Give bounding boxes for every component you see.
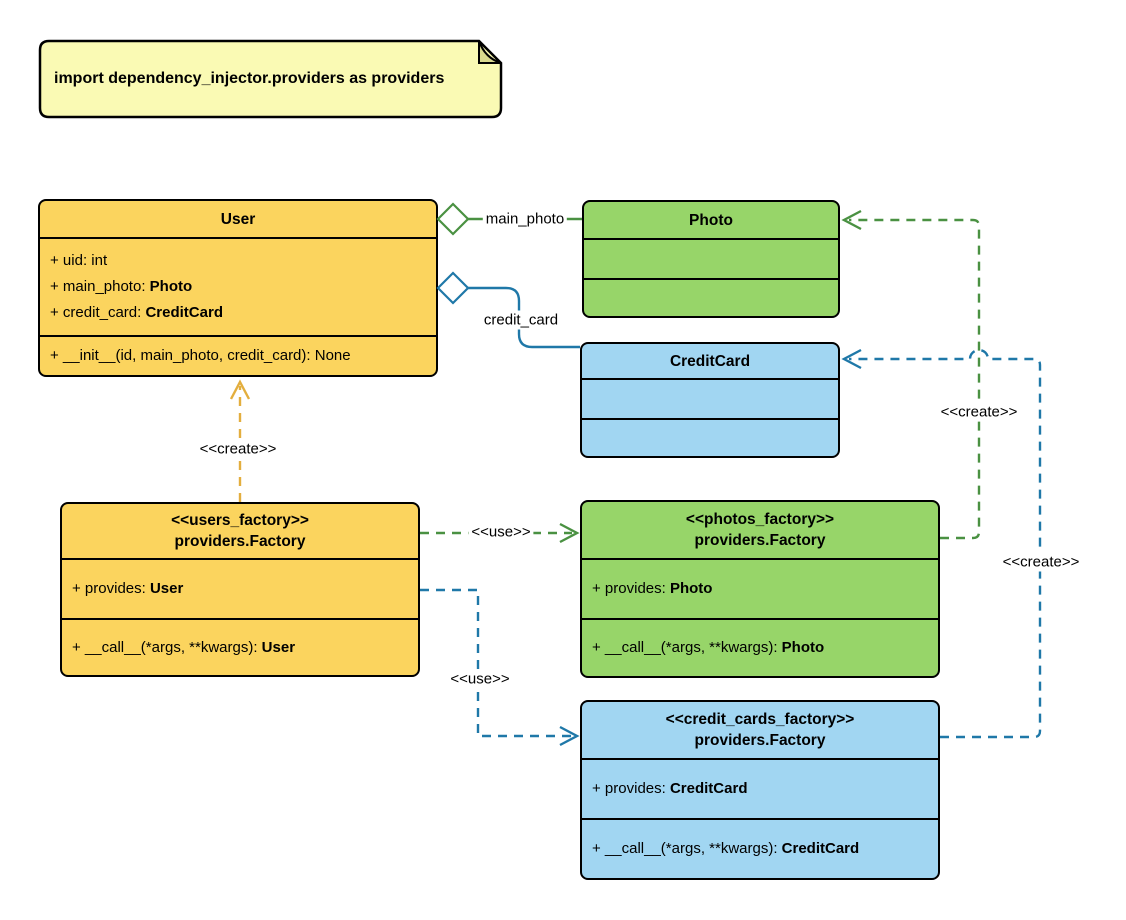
edge-label-credit-card: credit_card	[480, 310, 562, 330]
create-edge-photos-factory-to-photo	[841, 209, 981, 540]
open-arrowhead-icon	[841, 348, 862, 370]
class-credit-card-attributes	[582, 380, 838, 420]
open-arrowhead-icon	[559, 522, 580, 544]
attribute-line: + provides: Photo	[592, 580, 713, 597]
method-line: + __call__(*args, **kwargs): User	[72, 638, 296, 656]
class-user: User + uid: int + main_photo: Photo + cr…	[38, 199, 438, 377]
class-user-title: User	[40, 201, 436, 239]
note	[38, 39, 503, 119]
class-users-factory-title: <<users_factory>> providers.Factory	[62, 504, 418, 560]
class-credit-card: CreditCard	[580, 342, 840, 458]
attribute-line: + provides: User	[72, 580, 184, 597]
class-photo: Photo	[582, 200, 840, 318]
class-credit-cards-factory-attributes: + provides: CreditCard	[582, 760, 938, 820]
class-photos-factory: <<photos_factory>> providers.Factory + p…	[580, 500, 940, 678]
class-credit-card-methods	[582, 420, 838, 456]
edge-label-use-photos: <<use>>	[468, 522, 534, 542]
class-credit-cards-factory-title: <<credit_cards_factory>> providers.Facto…	[582, 702, 938, 760]
method-line: + __call__(*args, **kwargs): Photo	[592, 639, 825, 656]
class-credit-cards-factory-methods: + __call__(*args, **kwargs): CreditCard	[582, 820, 938, 878]
attribute-line: + uid: int	[50, 252, 108, 269]
class-users-factory-attributes: + provides: User	[62, 560, 418, 620]
attribute-line: + main_photo: Photo	[50, 278, 193, 295]
class-photos-factory-title: <<photos_factory>> providers.Factory	[582, 502, 938, 560]
class-credit-card-title: CreditCard	[582, 344, 838, 380]
attribute-line: + credit_card: CreditCard	[50, 304, 223, 321]
note-text: import dependency_injector.providers as …	[54, 70, 445, 87]
class-photo-title: Photo	[584, 202, 838, 240]
class-user-methods: + __init__(id, main_photo, credit_card):…	[40, 337, 436, 375]
edge-label-create-user: <<create>>	[196, 439, 280, 459]
class-photo-methods	[584, 280, 838, 316]
class-credit-cards-factory: <<credit_cards_factory>> providers.Facto…	[580, 700, 940, 880]
class-users-factory-methods: + __call__(*args, **kwargs): User	[62, 620, 418, 675]
class-photo-attributes	[584, 240, 838, 280]
open-arrowhead-icon	[559, 725, 580, 747]
open-arrowhead-icon	[229, 379, 251, 400]
edge-label-create-photo: <<create>>	[937, 402, 1021, 422]
use-edge-users-factory-to-credit-cards-factory	[420, 588, 580, 747]
method-line: + __init__(id, main_photo, credit_card):…	[50, 347, 351, 364]
class-user-attributes: + uid: int + main_photo: Photo + credit_…	[40, 239, 436, 337]
class-photos-factory-attributes: + provides: Photo	[582, 560, 938, 620]
note-fold-icon	[478, 40, 502, 64]
note-body	[38, 39, 503, 119]
class-users-factory: <<users_factory>> providers.Factory + pr…	[60, 502, 420, 677]
edge-label-create-credit-card: <<create>>	[999, 552, 1083, 572]
aggregation-diamond-icon	[436, 271, 470, 305]
edge-label-main-photo: main_photo	[482, 209, 568, 229]
method-line: + __call__(*args, **kwargs): CreditCard	[592, 840, 860, 857]
aggregation-diamond-icon	[436, 202, 470, 236]
attribute-line: + provides: CreditCard	[592, 780, 748, 797]
class-photos-factory-methods: + __call__(*args, **kwargs): Photo	[582, 620, 938, 676]
open-arrowhead-icon	[841, 209, 862, 231]
edge-label-use-credit-cards: <<use>>	[447, 669, 513, 689]
